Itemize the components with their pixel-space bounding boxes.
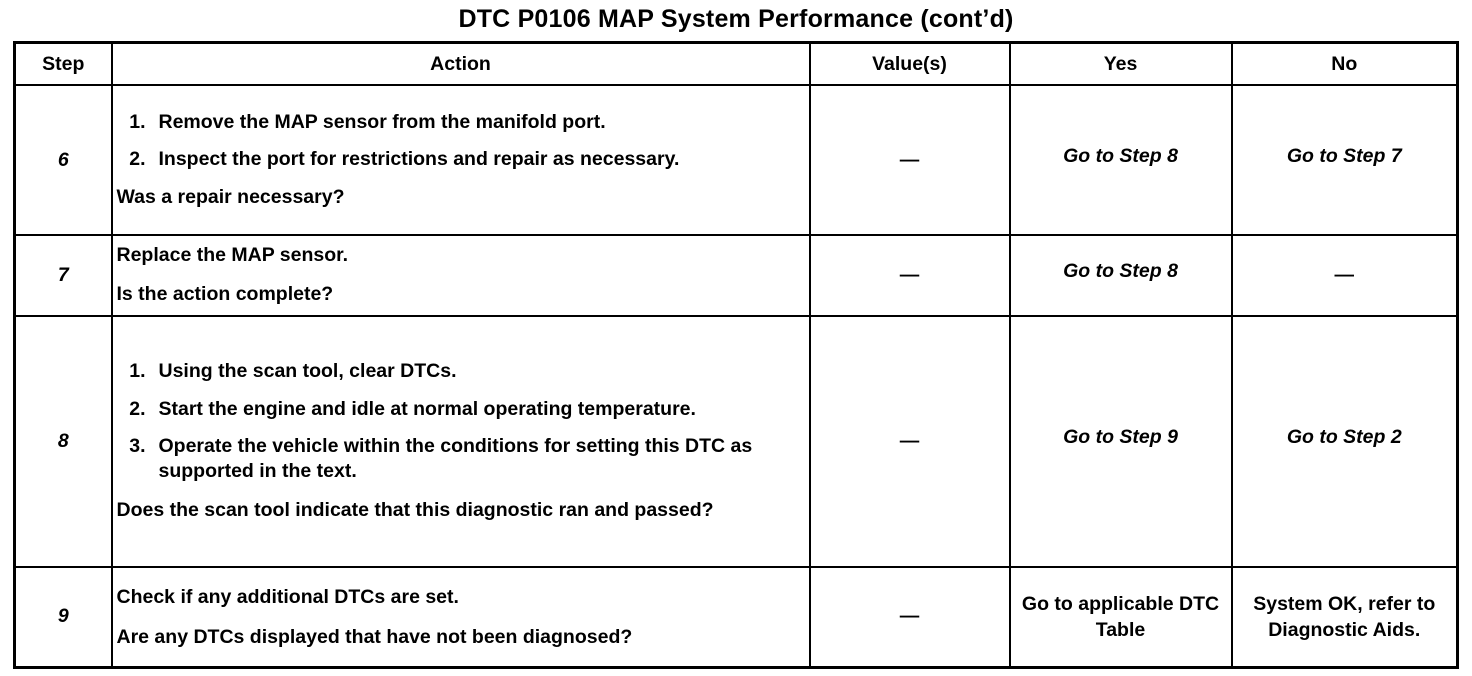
list-item-text: Remove the MAP sensor from the manifold … [158, 110, 606, 133]
yes-branch-cell: Go to applicable DTC Table [1008, 565, 1233, 669]
list-item-number: 2. [129, 148, 146, 171]
column-header-action: Action [110, 41, 811, 86]
yes-branch-cell: Go to Step 8 [1008, 84, 1233, 236]
column-header-step: Step [13, 41, 113, 86]
value-cell: — [808, 314, 1011, 568]
table-header: Step Action Value(s) Yes No [13, 41, 1459, 86]
value-cell: — [808, 565, 1011, 669]
column-header-yes: Yes [1008, 41, 1233, 86]
step-number: 8 [13, 314, 113, 568]
action-step-list: 1. Using the scan tool, clear DTCs. 2. S… [113, 353, 809, 490]
list-item: 2. Inspect the port for restrictions and… [113, 141, 809, 178]
action-step-list: 1. Remove the MAP sensor from the manifo… [113, 104, 809, 179]
table-row: 6 1. Remove the MAP sensor from the mani… [13, 84, 1459, 236]
diagnostic-table: Step Action Value(s) Yes No 6 1. Remove … [13, 41, 1459, 669]
value-cell: — [808, 234, 1011, 317]
table-header-row: Step Action Value(s) Yes No [13, 41, 1459, 86]
list-item: 3. Operate the vehicle within the condit… [113, 428, 809, 491]
action-cell: 1. Remove the MAP sensor from the manifo… [110, 84, 811, 236]
action-question: Does the scan tool indicate that this di… [116, 498, 714, 521]
action-cell: 1. Using the scan tool, clear DTCs. 2. S… [110, 314, 811, 568]
yes-branch-text: Go to Step 8 [1063, 144, 1178, 167]
list-item-text: Start the engine and idle at normal oper… [158, 397, 696, 420]
no-branch-cell: Go to Step 7 [1230, 84, 1459, 236]
list-item: 1. Remove the MAP sensor from the manifo… [113, 104, 809, 141]
table-row: 9 Check if any additional DTCs are set. … [13, 565, 1459, 669]
column-header-value: Value(s) [808, 41, 1011, 86]
list-item: 2. Start the engine and idle at normal o… [113, 391, 809, 428]
action-question: Was a repair necessary? [116, 185, 345, 208]
yes-branch-cell: Go to Step 9 [1008, 314, 1233, 568]
list-item-text: Inspect the port for restrictions and re… [158, 148, 680, 171]
value-cell: — [808, 84, 1011, 236]
action-cell: Check if any additional DTCs are set. Ar… [110, 565, 811, 669]
list-item-text: Using the scan tool, clear DTCs. [158, 360, 457, 383]
no-branch-text: Go to Step 7 [1286, 144, 1402, 167]
action-statement: Check if any additional DTCs are set. [116, 586, 459, 609]
table-body: 6 1. Remove the MAP sensor from the mani… [13, 84, 1459, 669]
no-branch-cell: System OK, refer to Diagnostic Aids. [1230, 565, 1459, 669]
yes-branch-cell: Go to Step 8 [1008, 234, 1233, 317]
step-number: 7 [13, 234, 113, 317]
action-question: Are any DTCs displayed that have not bee… [116, 625, 633, 648]
action-cell: Replace the MAP sensor. Is the action co… [110, 234, 811, 317]
list-item-number: 1. [129, 360, 146, 383]
list-item-number: 2. [129, 397, 146, 420]
step-number: 6 [13, 84, 113, 236]
column-header-no: No [1230, 41, 1459, 86]
table-row: 7 Replace the MAP sensor. Is the action … [13, 234, 1459, 317]
no-branch-text: Go to Step 2 [1286, 425, 1402, 448]
step-number: 9 [13, 565, 113, 669]
yes-branch-text: Go to Step 9 [1063, 425, 1178, 448]
yes-branch-text: Go to Step 8 [1063, 259, 1178, 282]
list-item: 1. Using the scan tool, clear DTCs. [113, 353, 809, 390]
list-item-text: Operate the vehicle within the condition… [158, 435, 753, 483]
action-question: Is the action complete? [116, 283, 334, 306]
no-branch-cell: Go to Step 2 [1230, 314, 1459, 568]
list-item-number: 3. [129, 435, 146, 458]
page-title: DTC P0106 MAP System Performance (cont’d… [458, 5, 1014, 33]
no-branch-cell: — [1230, 234, 1459, 317]
action-statement: Replace the MAP sensor. [116, 244, 349, 266]
table-row: 8 1. Using the scan tool, clear DTCs. 2.… [13, 314, 1459, 568]
list-item-number: 1. [129, 110, 146, 133]
